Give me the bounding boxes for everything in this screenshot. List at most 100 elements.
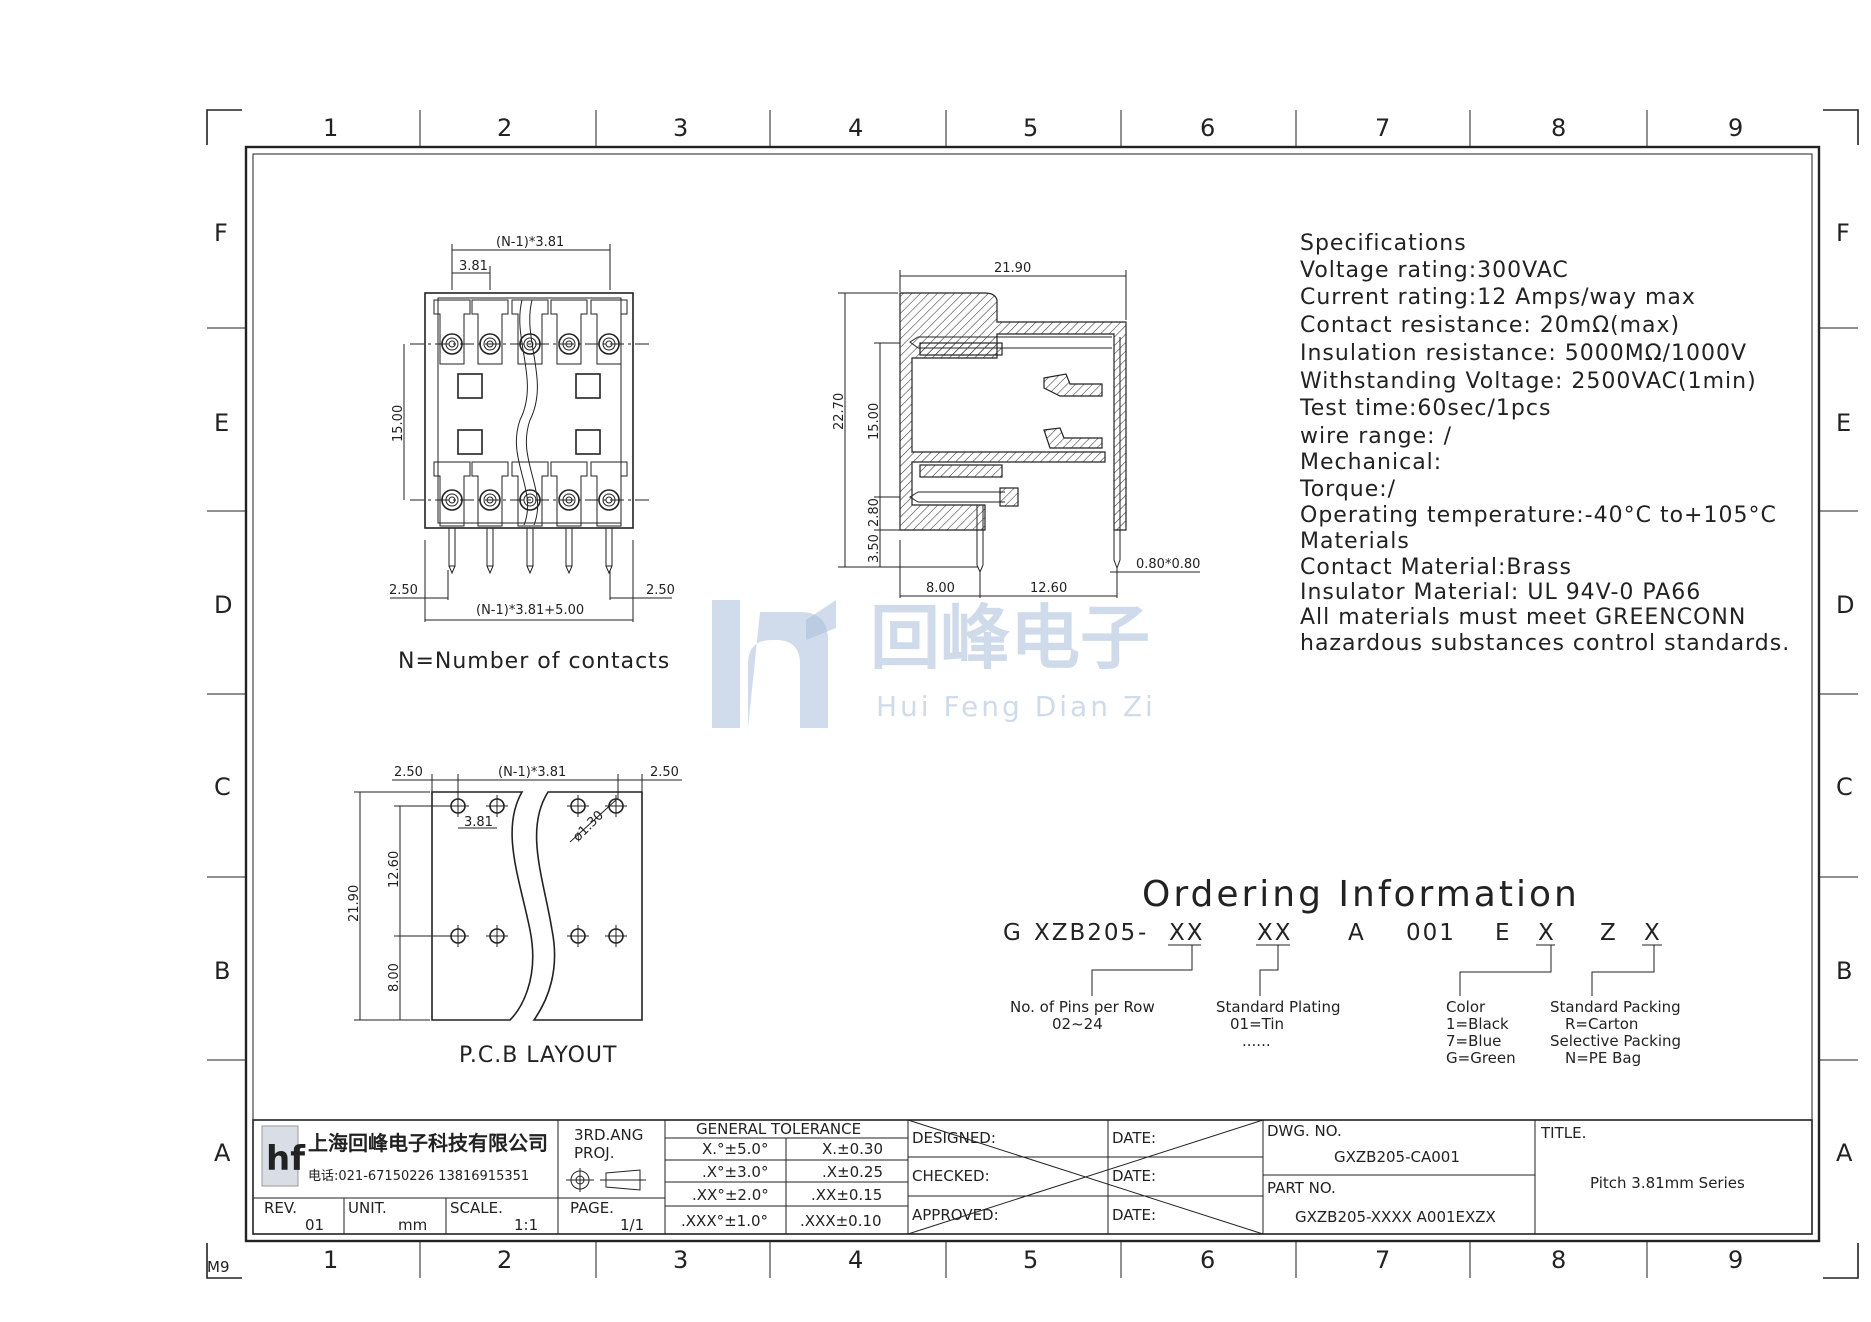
date-label-2: DATE: xyxy=(1112,1167,1156,1185)
dwg-no-label: DWG. NO. xyxy=(1267,1122,1342,1140)
watermark: 回峰电子 Hui Feng Dian Zi xyxy=(712,597,1156,728)
front-dim-bottom: (N-1)*3.81+5.00 xyxy=(476,603,584,618)
grid-col-label-top: 1 xyxy=(323,114,338,142)
tolerance-angle: .XXX°±1.0° xyxy=(681,1212,768,1230)
checked-label: CHECKED: xyxy=(912,1167,990,1185)
side-dim-280: 2.80 xyxy=(867,498,882,527)
proj-line1: 3RD.ANG xyxy=(574,1126,643,1144)
spec-line: Mechanical: xyxy=(1300,450,1442,475)
page-value: 1/1 xyxy=(620,1216,644,1234)
grid-row-label-left: D xyxy=(214,591,232,619)
grid-row-label-right: A xyxy=(1836,1139,1853,1167)
grid-col-label-bottom: 3 xyxy=(673,1246,688,1274)
pcb-dim-800: 8.00 xyxy=(387,963,402,992)
grid-col-label-bottom: 9 xyxy=(1728,1246,1743,1274)
part-no-value: GXZB205-XXXX A001EXZX xyxy=(1295,1208,1496,1226)
tolerance-linear: .XX±0.15 xyxy=(811,1186,882,1204)
date-label-3: DATE: xyxy=(1112,1206,1156,1224)
spec-line: Torque:/ xyxy=(1299,477,1396,502)
approved-label: APPROVED: xyxy=(912,1206,999,1224)
pin xyxy=(526,527,534,567)
spec-line: Withstanding Voltage: 2500VAC(1min) xyxy=(1300,369,1757,394)
tolerance-angle: X.°±5.0° xyxy=(702,1140,768,1158)
side-dim-pin: 0.80*0.80 xyxy=(1136,557,1200,572)
ordering-code-segment: A xyxy=(1348,920,1366,946)
ordering-code-segment: X xyxy=(1644,920,1662,946)
terminal-cell xyxy=(511,299,549,365)
grid-col-label-top: 8 xyxy=(1551,114,1566,142)
dwg-no-value: GXZB205-CA001 xyxy=(1334,1148,1460,1166)
rev-value: 01 xyxy=(305,1216,324,1234)
title-block: hf 上海回峰电子科技有限公司 电话:021-67150226 13816915… xyxy=(252,1119,1813,1235)
grid-col-label-top: 4 xyxy=(848,114,863,142)
grid-row-label-right: C xyxy=(1836,773,1853,801)
grid-row-label-right: B xyxy=(1836,957,1852,985)
part-no-label: PART NO. xyxy=(1267,1179,1336,1197)
unit-label: UNIT. xyxy=(348,1199,387,1217)
scale-label: SCALE. xyxy=(450,1199,503,1217)
ordering-option-line: 02~24 xyxy=(1052,1015,1103,1033)
ordering-option-line: N=PE Bag xyxy=(1565,1049,1641,1067)
ordering-code-segment: E xyxy=(1495,920,1512,946)
ordering-code-segment: XX xyxy=(1257,920,1293,946)
front-dim-height: 15.00 xyxy=(391,405,406,442)
date-label-1: DATE: xyxy=(1112,1129,1156,1147)
ordering-option-line: R=Carton xyxy=(1565,1015,1638,1033)
tolerance-angle: .X°±3.0° xyxy=(702,1163,768,1181)
grid-col-label-bottom: 8 xyxy=(1551,1246,1566,1274)
spec-line: Test time:60sec/1pcs xyxy=(1299,396,1551,421)
grid-col-label-bottom: 5 xyxy=(1023,1246,1038,1274)
pin xyxy=(448,527,456,567)
spec-line: Insulation resistance: 5000MΩ/1000V xyxy=(1300,341,1747,366)
ordering-option-line: 01=Tin xyxy=(1230,1015,1284,1033)
grid-col-label-bottom: 7 xyxy=(1375,1246,1390,1274)
grid-col-label-top: 2 xyxy=(497,114,512,142)
grid-row-label-right: F xyxy=(1836,219,1850,247)
spec-line: Operating temperature:-40°C to+105°C xyxy=(1300,503,1777,528)
page-label: PAGE. xyxy=(570,1199,614,1217)
ordering-code-segment: G xyxy=(1003,920,1023,946)
pin xyxy=(565,527,573,567)
grid-row-label-left: E xyxy=(214,409,229,437)
spec-line: Voltage rating:300VAC xyxy=(1300,258,1569,283)
grid-row-label-right: D xyxy=(1836,591,1854,619)
svg-text:hf: hf xyxy=(266,1139,306,1179)
company-logo-icon: hf xyxy=(261,1125,306,1187)
spec-line: Specifications xyxy=(1300,231,1467,256)
side-dim-width: 21.90 xyxy=(994,261,1031,276)
tolerance-linear: .XXX±0.10 xyxy=(800,1212,882,1230)
spec-line: Contact Material:Brass xyxy=(1300,555,1572,580)
tolerance-title: GENERAL TOLERANCE xyxy=(696,1120,861,1138)
terminal-cell xyxy=(511,461,549,527)
pcb-dim-1260: 12.60 xyxy=(387,851,402,888)
terminal-cell xyxy=(550,299,588,365)
grid-col-label-top: 9 xyxy=(1728,114,1743,142)
terminal-cell xyxy=(433,299,471,365)
grid-col-label-top: 7 xyxy=(1375,114,1390,142)
tolerance-linear: .X±0.25 xyxy=(822,1163,883,1181)
side-dim-350: 3.50 xyxy=(867,534,882,563)
side-view: 21.90 22.70 15.00 2.80 3.50 8.00 12.60 0… xyxy=(832,261,1200,598)
grid-col-label-bottom: 1 xyxy=(323,1246,338,1274)
ordering-option-line: Standard Plating xyxy=(1216,998,1341,1016)
ordering-option-line: Color xyxy=(1446,998,1486,1016)
grid-row-label-right: E xyxy=(1836,409,1851,437)
ordering-option-line: 7=Blue xyxy=(1446,1032,1501,1050)
designed-label: DESIGNED: xyxy=(912,1129,996,1147)
watermark-pinyin: Hui Feng Dian Zi xyxy=(876,690,1156,723)
spec-line: Insulator Material: UL 94V-0 PA66 xyxy=(1300,580,1701,605)
watermark-logo-icon xyxy=(712,600,836,728)
pin xyxy=(605,527,613,567)
front-view: (N-1)*3.81 3.81 15.00 2.50 2.50 (N-1)*3.… xyxy=(389,235,675,674)
pcb-dim-hole: ø1.30 xyxy=(570,808,607,845)
pcb-dim-pitch: 3.81 xyxy=(464,815,493,830)
ordering-option-line: 1=Black xyxy=(1446,1015,1509,1033)
title-label: TITLE. xyxy=(1540,1124,1586,1142)
ordering-code-segment: - xyxy=(1138,920,1148,946)
front-dim-pitch: 3.81 xyxy=(459,259,488,274)
ordering-option-line: G=Green xyxy=(1446,1049,1516,1067)
ordering-title: Ordering Information xyxy=(1142,874,1580,915)
